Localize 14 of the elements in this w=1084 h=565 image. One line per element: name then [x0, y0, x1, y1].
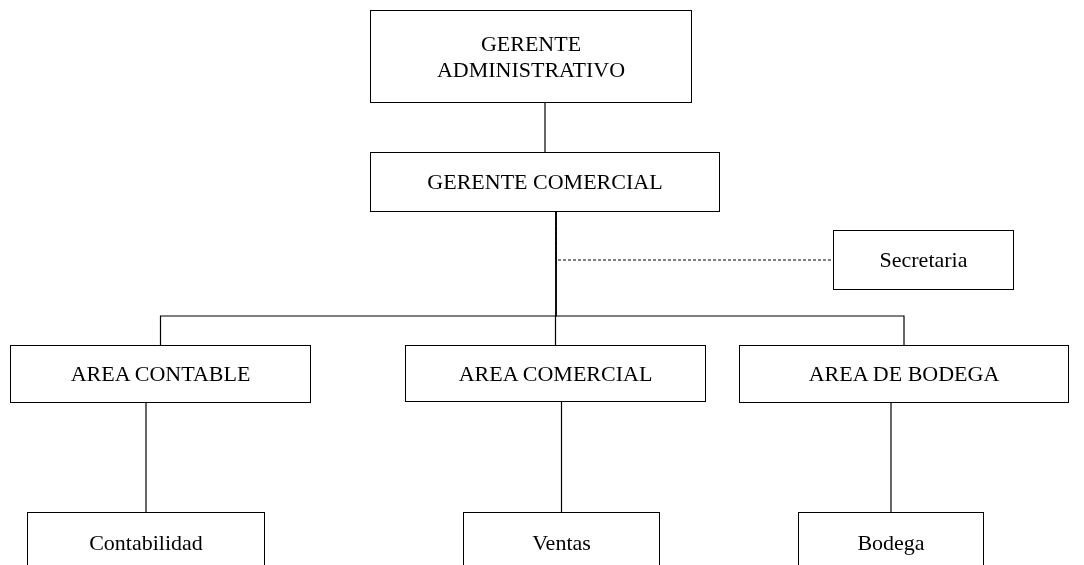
org-box: Contabilidad	[27, 512, 265, 565]
org-box: Secretaria	[833, 230, 1014, 290]
connector	[555, 211, 905, 346]
org-box: Ventas	[463, 512, 660, 565]
org-box: GERENTE COMERCIAL	[370, 152, 720, 212]
connector	[890, 402, 892, 513]
org-box: GERENTE ADMINISTRATIVO	[370, 10, 692, 103]
connector	[145, 402, 147, 513]
org-box: Bodega	[798, 512, 984, 565]
connector	[544, 102, 546, 153]
org-box: AREA DE BODEGA	[739, 345, 1069, 403]
org-box: AREA CONTABLE	[10, 345, 311, 403]
connector	[560, 401, 563, 513]
org-box: AREA COMERCIAL	[405, 345, 706, 402]
